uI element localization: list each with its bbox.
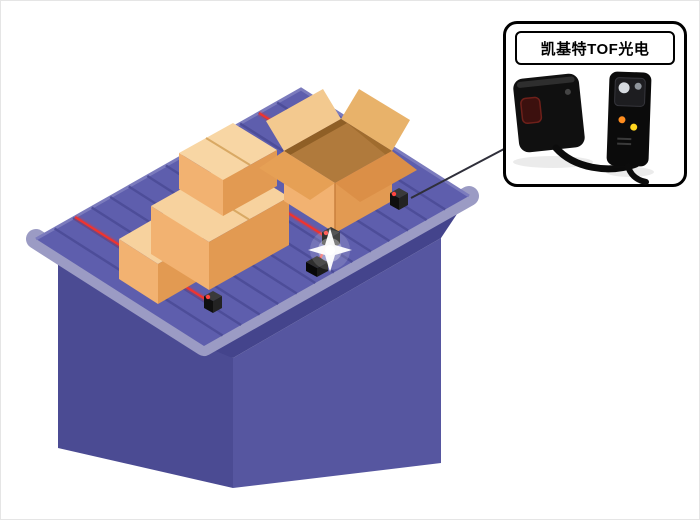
box-flap-back-right — [341, 89, 410, 151]
sensor-label-line — [617, 142, 632, 146]
box-flap-front-right — [335, 151, 417, 202]
conveyor-base-left-face — [58, 263, 233, 488]
box-left-face — [179, 153, 223, 216]
box-top-seam — [205, 137, 251, 166]
box-interior-wall-right — [341, 119, 392, 155]
sensor-lens-dot — [323, 230, 329, 236]
box-left-face — [119, 239, 158, 304]
sensor-indicator — [564, 88, 571, 95]
open-cardboard-box — [259, 89, 417, 233]
box-left-face — [151, 206, 209, 290]
sensor-left-face — [204, 296, 213, 313]
indicator-led-yellow — [630, 123, 638, 131]
indicator-led-orange — [618, 116, 626, 124]
tof-sensor — [204, 291, 222, 313]
belt-back-edge — [35, 87, 470, 241]
box-interior-wall-left — [284, 119, 347, 155]
object-left-face — [306, 262, 317, 277]
callout-box: 凯基特TOF光电 — [503, 21, 687, 187]
sensor-lens-dot — [391, 191, 397, 197]
sensor-lens-window — [520, 96, 543, 125]
object-right-face — [317, 262, 328, 277]
sensor-faceplate — [614, 77, 646, 107]
sensor-left-face — [390, 193, 399, 210]
sensor-label-line — [617, 137, 632, 141]
callout-label: 凯基特TOF光电 — [515, 31, 675, 65]
sensor-photo-slim — [606, 71, 654, 185]
sensor-receiver — [634, 82, 642, 90]
detected-object — [306, 256, 328, 277]
sensor-right-face — [213, 296, 222, 313]
sensor-lens — [618, 82, 630, 94]
sensor-cube-top-highlight — [516, 76, 575, 88]
sensor-right-face — [399, 193, 408, 210]
detection-flash — [308, 228, 352, 272]
sensor-cable — [625, 163, 649, 185]
box-flap-front-left — [259, 151, 335, 200]
sensor-lens-dot — [205, 294, 211, 300]
flash-core — [325, 245, 335, 255]
box-flap-back-left — [266, 89, 341, 151]
tof-sensor — [390, 188, 408, 210]
box-right-face — [209, 197, 289, 290]
conveyor-base-right-face — [233, 238, 441, 488]
callout-leader-line — [410, 148, 505, 199]
sensor-product-photo — [513, 71, 654, 185]
